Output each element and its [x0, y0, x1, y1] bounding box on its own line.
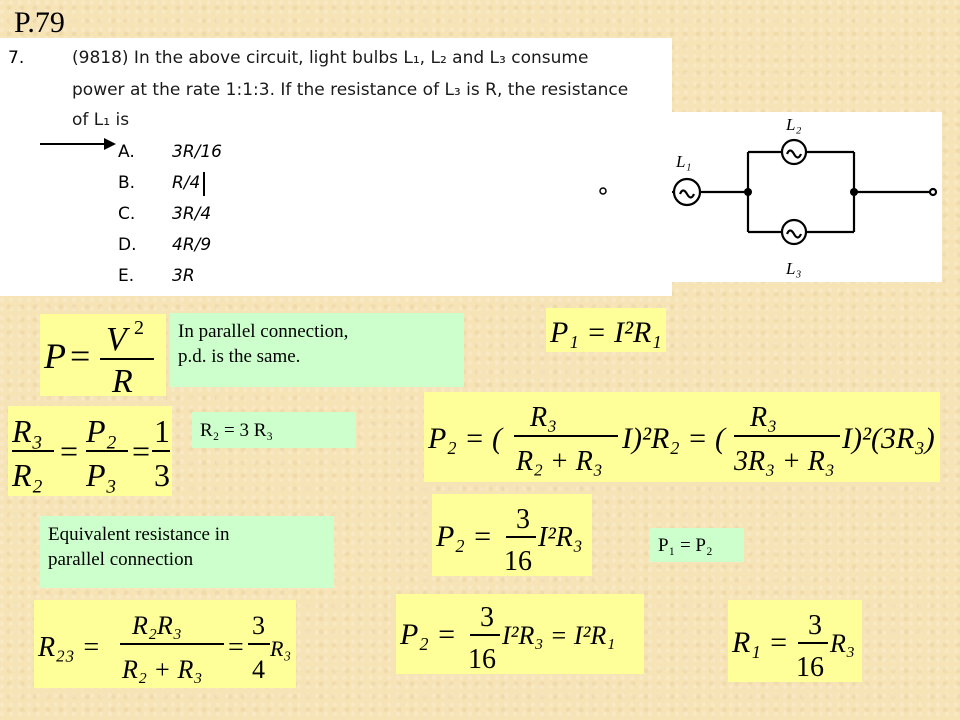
- label-l3: L₃: [785, 259, 801, 278]
- svg-text:R₂: R₂: [11, 457, 43, 493]
- circuit-diagram: L₁ L₂ L₃: [602, 112, 942, 282]
- svg-text:R₃: R₃: [749, 402, 777, 433]
- bulb-l1-icon: [672, 177, 702, 207]
- svg-text:P₁ = I²R₁: P₁ = I²R₁: [549, 316, 662, 349]
- svg-text:=: =: [132, 433, 150, 469]
- slide-label: P.79: [14, 6, 65, 39]
- option-a-value: 3R/16: [172, 142, 222, 162]
- note-parallel-line-2: p.d. is the same.: [178, 346, 301, 367]
- note-parallel-pd: In parallel connection, p.d. is the same…: [170, 313, 464, 387]
- svg-text:R₂ + R₃: R₂ + R₃: [121, 655, 202, 684]
- svg-text:I²R₃ = I²R₁: I²R₃ = I²R₁: [501, 621, 615, 650]
- equation-p2-expansion: P₂ = ( R₃ R₂ + R₃ I)²R₂ = ( R₃ 3R₃ + R₃ …: [424, 392, 940, 482]
- svg-text:R₁ =: R₁ =: [731, 626, 789, 659]
- svg-text:R₃: R₃: [829, 629, 855, 658]
- svg-text:3R₃ + R₃: 3R₃ + R₃: [733, 446, 835, 477]
- equation-p2-short: P₂ = 3 16 I²R₃: [432, 494, 592, 577]
- option-e-letter: E.: [118, 266, 135, 286]
- bulb-l3-icon: [780, 218, 808, 246]
- question-number: 7.: [8, 48, 25, 68]
- question-line-3: of L₁ is: [72, 110, 130, 130]
- option-c-value: 3R/4: [172, 204, 212, 224]
- input-terminal: [599, 187, 607, 195]
- svg-text:I²R₃: I²R₃: [537, 522, 583, 553]
- svg-text:2: 2: [134, 317, 144, 339]
- svg-text:16: 16: [504, 546, 532, 576]
- label-l1: L₁: [675, 152, 691, 171]
- svg-text:=: =: [60, 433, 78, 469]
- bulb-l2-icon: [780, 138, 808, 166]
- option-d-value: 4R/9: [172, 235, 212, 255]
- svg-text:P₂ =: P₂ =: [435, 520, 493, 553]
- svg-text:3: 3: [252, 611, 265, 640]
- svg-text:P₃: P₃: [85, 457, 117, 493]
- svg-text:R₂₃ =: R₂₃ =: [37, 632, 100, 663]
- svg-text:P₂: P₂: [85, 413, 117, 449]
- svg-text:=: =: [70, 336, 90, 376]
- svg-text:1: 1: [154, 413, 170, 449]
- option-b-value: R/4: [172, 173, 201, 193]
- label-l2: L₂: [785, 115, 801, 134]
- svg-text:I)²R₂ = (: I)²R₂ = (: [621, 422, 727, 455]
- svg-text:R₃: R₃: [269, 636, 291, 661]
- option-c-letter: C.: [118, 204, 136, 224]
- svg-text:3: 3: [480, 602, 494, 633]
- svg-text:3: 3: [154, 457, 170, 493]
- equation-r1-result: R₁ = 3 16 R₃: [728, 600, 862, 683]
- text-cursor: [203, 172, 205, 196]
- equation-p1: P₁ = I²R₁: [546, 308, 666, 352]
- svg-text:3: 3: [516, 504, 530, 535]
- circuit-svg: L₁ L₂ L₃: [602, 115, 938, 278]
- option-d-letter: D.: [118, 235, 137, 255]
- svg-text:I)²(3R₃): I)²(3R₃): [841, 422, 935, 455]
- answer-arrow-icon: [40, 138, 116, 150]
- question-line-2: power at the rate 1:1:3. If the resistan…: [72, 80, 629, 100]
- note-equivalent-line-1: Equivalent resistance in: [48, 524, 230, 545]
- svg-text:4: 4: [252, 655, 265, 684]
- svg-text:P: P: [43, 336, 66, 376]
- svg-text:R₃: R₃: [529, 402, 557, 433]
- equation-r23: R₂₃ = R₂R₃ R₂ + R₃ = 3 4 R₃: [34, 600, 296, 688]
- svg-text:P₂ =: P₂ =: [399, 618, 457, 651]
- question-line-1: (9818) In the above circuit, light bulbs…: [72, 48, 589, 68]
- svg-text:R₂R₃: R₂R₃: [131, 611, 182, 640]
- svg-text:V: V: [106, 321, 131, 358]
- question-panel: 7. (9818) In the above circuit, light bu…: [0, 38, 672, 296]
- svg-text:16: 16: [468, 644, 496, 674]
- svg-text:R₂ + R₃: R₂ + R₃: [515, 446, 603, 477]
- svg-text:P₂ = (: P₂ = (: [427, 422, 504, 455]
- note-equivalent-resistance: Equivalent resistance in parallel connec…: [40, 516, 334, 588]
- note-p1-equals-p2: P₁ = P₂: [650, 528, 744, 562]
- note-parallel-line-1: In parallel connection,: [178, 321, 349, 342]
- note-equivalent-line-2: parallel connection: [48, 549, 194, 570]
- equation-ratio: R₃ R₂ = P₂ P₃ = 1 3: [8, 406, 172, 496]
- option-e-value: 3R: [172, 266, 195, 286]
- svg-text:=: =: [228, 632, 244, 663]
- equation-p2-equals-p1: P₂ = 3 16 I²R₃ = I²R₁: [396, 594, 644, 675]
- svg-text:R₃: R₃: [11, 413, 43, 449]
- svg-text:16: 16: [796, 652, 824, 682]
- note-r2-relation: R₂ = 3 R₃: [192, 412, 356, 448]
- option-a-letter: A.: [118, 142, 135, 162]
- svg-text:3: 3: [808, 610, 822, 641]
- svg-text:R: R: [111, 363, 133, 396]
- equation-power-voltage: P = V 2 R: [40, 314, 166, 400]
- option-b-letter: B.: [118, 173, 136, 193]
